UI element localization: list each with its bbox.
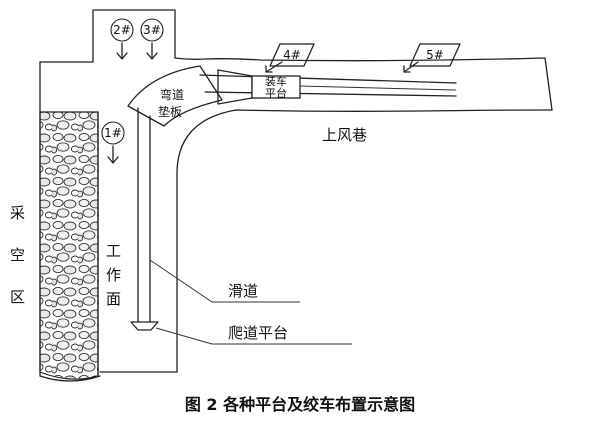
winch-5-label: 5# [426,48,444,62]
working-face-char-3: 面 [106,290,121,308]
gob-rock-fill [39,111,99,380]
curve-pad-label-line2: 垫板 [158,104,182,119]
loading-platform-box [251,75,301,99]
leader-climbing-platform [155,327,352,345]
figure-caption: 图 2 各种平台及绞车布置示意图 [185,395,415,414]
climbing-platform [130,321,159,331]
track-line-lower [204,91,457,97]
winch-1-circle [101,121,125,145]
gob-left-boundary [39,61,101,382]
slideway-label: 滑道 [228,282,258,300]
gob-area-char-1: 采 [10,204,25,222]
winch-5-badge [409,43,461,67]
winch-3-circle [140,18,164,42]
winch-1-arrow [107,145,119,164]
leader-slideway [149,259,300,303]
working-face-char-2: 作 [106,266,121,284]
climbing-platform-label: 爬道平台 [228,324,288,342]
gob-area-char-2: 空 [10,246,25,264]
roadway-outline-outer [39,9,553,111]
gob-area-char-3: 区 [10,288,25,306]
winch-3-label: 3# [143,23,161,37]
winch-4-label: 4# [283,48,301,62]
winch-5-arrow [403,61,419,73]
winch-2-arrow [116,42,128,60]
winch-2-label: 2# [113,23,131,37]
winch-3-arrow [146,42,158,60]
winch-2-circle [110,18,134,42]
loading-platform-label-line2: 平台 [265,86,287,100]
track-line-upper [199,74,457,84]
upper-airway-label: 上风巷 [322,126,367,144]
winch-4-arrow [265,61,283,73]
winch-1-label: 1# [104,126,122,140]
track-line-mid [299,85,457,91]
working-face-right-wall [176,109,553,373]
curve-pad [127,65,223,127]
curve-pad-label-line1: 弯道 [160,87,184,102]
loading-platform-label-line1: 装车 [265,74,287,88]
winch-4-badge [269,43,315,67]
working-face-char-1: 工 [106,242,121,260]
